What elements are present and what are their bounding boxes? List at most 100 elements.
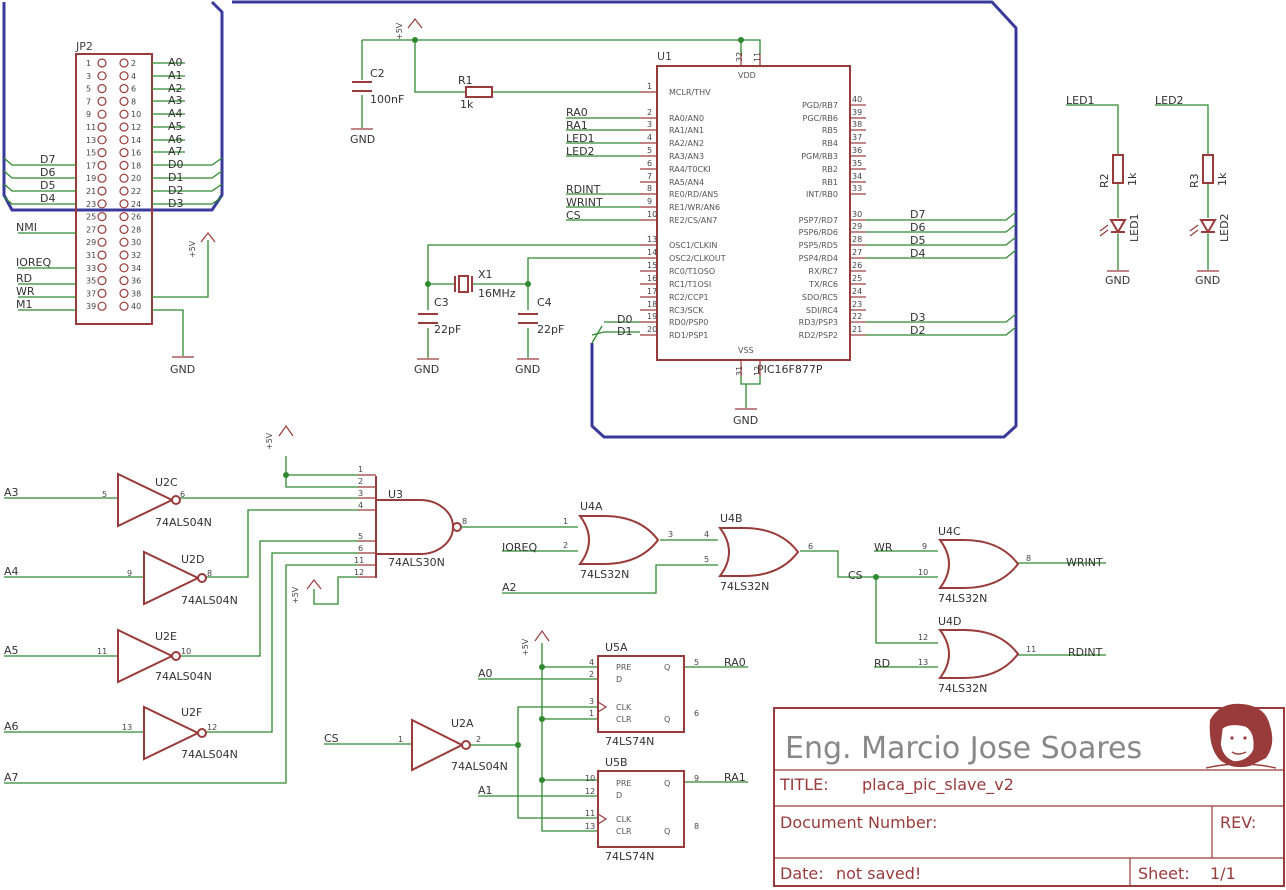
svg-text:D6: D6 bbox=[40, 166, 55, 179]
svg-text:A2: A2 bbox=[168, 82, 183, 95]
svg-text:U5B: U5B bbox=[605, 756, 628, 769]
svg-text:PIC16F877P: PIC16F877P bbox=[757, 363, 823, 376]
svg-text:RA1: RA1 bbox=[724, 771, 746, 784]
jp2-pad bbox=[119, 212, 129, 222]
jp2-pad bbox=[97, 250, 107, 260]
pic-pin-function: RC3/SCK bbox=[669, 306, 704, 315]
pic-pin-function: PGD/RB7 bbox=[802, 101, 838, 110]
svg-text:74ALS30N: 74ALS30N bbox=[388, 556, 445, 569]
svg-text:22pF: 22pF bbox=[537, 323, 564, 336]
jp2-pin-number: 36 bbox=[131, 277, 141, 286]
pic-pin-number: 37 bbox=[852, 133, 862, 142]
svg-text:Document Number:: Document Number: bbox=[780, 813, 937, 832]
svg-text:74ALS04N: 74ALS04N bbox=[155, 516, 212, 529]
jp2-pin-number: 37 bbox=[86, 289, 96, 298]
svg-text:A4: A4 bbox=[168, 107, 183, 120]
svg-text:10: 10 bbox=[181, 647, 191, 656]
jp2-pad bbox=[119, 250, 129, 260]
resistor-r2[interactable]: R2 1k bbox=[1098, 154, 1139, 188]
svg-text:74ALS04N: 74ALS04N bbox=[181, 748, 238, 761]
connector-jp2[interactable]: JP2 bbox=[75, 40, 153, 325]
gnd-led1: GND bbox=[1105, 270, 1130, 287]
svg-text:12: 12 bbox=[207, 723, 217, 732]
or-gate-u4c[interactable]: U4C 74LS32N 9 10 8 bbox=[918, 525, 1031, 605]
or-gate-u4b[interactable]: U4B 74LS32N 4 5 6 bbox=[704, 512, 813, 593]
inverter-u2f[interactable]: U2F 74ALS04N 13 12 bbox=[122, 705, 238, 761]
svg-text:A2: A2 bbox=[502, 581, 517, 594]
jp2-pin-number: 30 bbox=[131, 238, 141, 247]
jp2-right-labels: A0 A1 A2 A3 A4 A5 A6 A7 D0 D1 D2 D3 bbox=[168, 56, 183, 210]
svg-text:1: 1 bbox=[398, 735, 403, 744]
jp2-pad bbox=[97, 212, 107, 222]
inverter-u2c[interactable]: U2C 74ALS04N 5 6 bbox=[102, 472, 212, 529]
jp2-pad bbox=[119, 148, 129, 158]
pic-right-wires bbox=[866, 211, 1017, 336]
pic-pin-number: 10 bbox=[647, 210, 657, 219]
svg-text:U4B: U4B bbox=[720, 512, 743, 525]
resistor-r1[interactable]: R1 1k bbox=[458, 74, 493, 111]
svg-text:3: 3 bbox=[668, 530, 673, 539]
flipflop-u5b[interactable]: U5B 74LS74N PRE D CLK CLR Q Q 10 12 11 1… bbox=[585, 756, 699, 863]
flipflop-u5a[interactable]: U5A 74LS74N PRE D CLK CLR Q Q 4 2 3 1 5 … bbox=[589, 641, 699, 748]
svg-text:U4C: U4C bbox=[938, 525, 961, 538]
capacitor-c3[interactable]: C3 22pF bbox=[418, 296, 461, 336]
svg-text:U4D: U4D bbox=[938, 615, 962, 628]
svg-text:WRINT: WRINT bbox=[1066, 556, 1103, 569]
jp2-pin-number: 1 bbox=[86, 59, 91, 68]
pic-pin-function: PSP7/RD7 bbox=[799, 216, 838, 225]
or-gate-u4d[interactable]: U4D 74LS32N 12 13 11 bbox=[918, 615, 1036, 695]
jp2-pad bbox=[97, 109, 107, 119]
jp2-pad bbox=[97, 186, 107, 196]
jp2-left-wires bbox=[3, 157, 76, 311]
svg-text:5: 5 bbox=[704, 555, 709, 564]
pic-pin-function: RB1 bbox=[822, 178, 838, 187]
vcc-symbol-top: +5V bbox=[395, 18, 423, 40]
svg-text:LED2: LED2 bbox=[1155, 94, 1184, 107]
pic-pin-number: 9 bbox=[647, 197, 652, 206]
capacitor-c2[interactable]: C2 100nF bbox=[352, 67, 404, 106]
svg-text:RD: RD bbox=[16, 272, 32, 285]
svg-text:+5V: +5V bbox=[265, 432, 274, 450]
or-gate-u4a[interactable]: U4A 74LS32N 1 2 3 bbox=[563, 500, 673, 581]
crystal-x1[interactable]: X1 16MHz bbox=[454, 268, 516, 300]
svg-text:Q: Q bbox=[664, 779, 670, 788]
jp2-pin-number: 27 bbox=[86, 225, 96, 234]
resistor-r3[interactable]: R3 1k bbox=[1188, 154, 1229, 188]
pic-pin-function: RE0/RD/AN5 bbox=[669, 190, 718, 199]
led-led1[interactable]: LED1 bbox=[1099, 213, 1141, 242]
pic-pin-number: 4 bbox=[647, 133, 652, 142]
svg-text:74LS32N: 74LS32N bbox=[938, 682, 987, 695]
svg-text:R1: R1 bbox=[458, 74, 473, 87]
svg-text:LED1: LED1 bbox=[566, 132, 595, 145]
jp2-pin-number: 38 bbox=[131, 289, 141, 298]
pic-pin-function: RA2/AN2 bbox=[669, 139, 704, 148]
svg-text:100nF: 100nF bbox=[370, 93, 404, 106]
jp2-pin-number: 40 bbox=[131, 302, 141, 311]
sheet-value: 1/1 bbox=[1210, 864, 1236, 883]
svg-text:A5: A5 bbox=[168, 120, 183, 133]
svg-text:R2: R2 bbox=[1098, 173, 1111, 188]
inverter-u2e[interactable]: U2E 74ALS04N 11 10 bbox=[97, 628, 212, 684]
inverter-u2a[interactable]: U2A 74ALS04N 1 2 bbox=[398, 717, 508, 773]
ff-wires bbox=[324, 643, 748, 832]
pic-pin-function: PGM/RB3 bbox=[801, 152, 838, 161]
jp2-pin-number: 39 bbox=[86, 302, 96, 311]
or-net-labels: IOREQ A2 CS WR WRINT RD RDINT bbox=[502, 541, 1103, 670]
nand-u3[interactable]: U3 74ALS30N 8 bbox=[358, 474, 467, 578]
jp2-pad bbox=[97, 301, 107, 311]
pic-pin-number: 2 bbox=[647, 108, 652, 117]
jp2-pad bbox=[119, 288, 129, 298]
jp2-pad bbox=[119, 122, 129, 132]
inverter-u2d[interactable]: U2D 74ALS04N 9 8 bbox=[127, 550, 238, 607]
jp2-pad bbox=[97, 263, 107, 273]
svg-text:A0: A0 bbox=[168, 56, 183, 69]
pic16f877-u1[interactable]: U1 PIC16F877P VDD VSS 32 11 31 12 bbox=[656, 50, 851, 376]
led-led2[interactable]: LED2 bbox=[1189, 213, 1231, 242]
svg-text:12: 12 bbox=[354, 568, 364, 577]
jp2-pin-number: 19 bbox=[86, 174, 96, 183]
pic-pin-function: SDI/RC4 bbox=[806, 306, 838, 315]
capacitor-c4[interactable]: C4 22pF bbox=[518, 296, 564, 336]
svg-text:5: 5 bbox=[694, 658, 699, 667]
svg-text:GND: GND bbox=[515, 363, 540, 376]
